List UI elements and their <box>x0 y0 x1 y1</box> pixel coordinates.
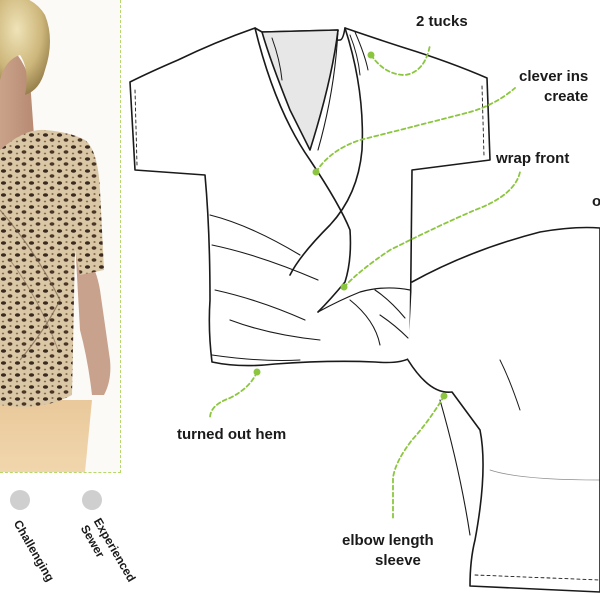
callout-clever-line1: clever ins <box>519 68 589 85</box>
callout-dots <box>253 51 448 400</box>
callout-elbow-line2: sleeve <box>375 552 421 569</box>
difficulty-experienced-sewer <box>82 490 102 510</box>
leader-elbow <box>392 395 445 521</box>
leader-wrap-front <box>343 171 521 288</box>
dot-hem <box>253 368 261 376</box>
back-view-top <box>407 226 600 593</box>
model-photo <box>0 0 121 473</box>
model-illustration <box>0 0 111 472</box>
dot-clever <box>312 168 320 176</box>
callout-tucks: 2 tucks <box>416 13 468 30</box>
callout-leaders <box>209 44 521 521</box>
dot-tucks <box>367 51 375 59</box>
difficulty-dot <box>10 490 30 510</box>
callout-clever-line2: create <box>544 88 589 105</box>
callout-wrap-front: wrap front <box>496 150 570 167</box>
callout-elbow-line1: elbow length <box>342 532 434 549</box>
front-view-top <box>129 27 491 367</box>
leader-hem <box>209 371 258 419</box>
difficulty-challenging <box>10 490 30 510</box>
dot-elbow <box>440 392 448 400</box>
difficulty-dot <box>82 490 102 510</box>
leader-clever <box>315 87 516 173</box>
dot-wrap-front <box>340 283 348 291</box>
callout-turned-out-hem: turned out hem <box>177 426 287 443</box>
callout-edge-letter: o <box>592 193 600 210</box>
